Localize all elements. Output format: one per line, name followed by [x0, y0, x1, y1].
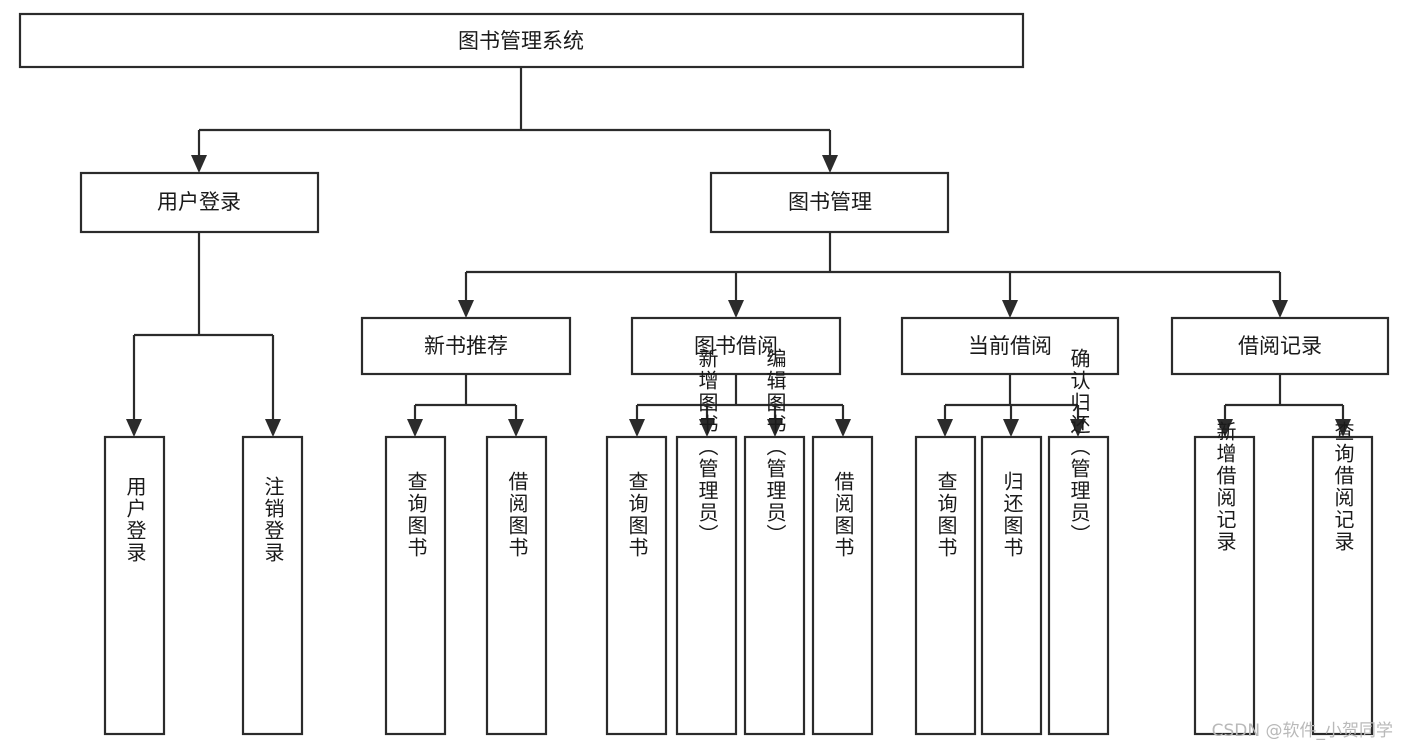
- node-leaf13-label: 查询借阅记录: [1331, 421, 1355, 553]
- arrowhead-leaf6: [699, 419, 715, 437]
- node-leaf2[interactable]: 注销登录: [241, 435, 304, 736]
- node-leaf7-label: 编辑图书（管理员）: [763, 348, 787, 546]
- node-leaf4[interactable]: 借阅图书: [485, 435, 548, 736]
- node-leaf1-label: 用户登录: [123, 476, 147, 564]
- node-leaf12-label: 新增借阅记录: [1213, 421, 1237, 553]
- arrowhead-leaf4: [508, 419, 524, 437]
- node-leaf5-label: 查询图书: [625, 471, 649, 559]
- node-bookmgmt[interactable]: 图书管理: [709, 171, 950, 234]
- node-leaf13[interactable]: 查询借阅记录: [1311, 421, 1374, 736]
- arrowhead-leaf7: [767, 419, 783, 437]
- node-leaf9-label: 查询图书: [934, 471, 958, 559]
- node-record-label: 借阅记录: [1238, 334, 1322, 358]
- node-login-box[interactable]: [79, 171, 320, 234]
- node-leaf11-label: 确认归还（管理员）: [1067, 348, 1091, 546]
- node-leaf10-label: 归还图书: [1000, 471, 1024, 559]
- node-leaf5[interactable]: 查询图书: [605, 435, 668, 736]
- arrowhead-leaf11: [1070, 419, 1086, 437]
- node-leaf3[interactable]: 查询图书: [384, 435, 447, 736]
- arrowhead-bookmgmt: [822, 155, 838, 173]
- node-leaf12-box[interactable]: [1193, 435, 1256, 736]
- node-login-label: 用户登录: [157, 190, 241, 214]
- node-borrow-label: 图书借阅: [694, 334, 778, 358]
- node-current-box[interactable]: [900, 316, 1120, 376]
- arrowhead-leaf13: [1335, 419, 1351, 437]
- node-root[interactable]: 图书管理系统: [18, 12, 1025, 69]
- node-newbook-box[interactable]: [360, 316, 572, 376]
- node-login[interactable]: 用户登录: [79, 171, 320, 234]
- arrowhead-current: [1002, 300, 1018, 318]
- node-leaf6-box[interactable]: [675, 435, 738, 736]
- node-leaf2-label: 注销登录: [261, 476, 285, 564]
- node-newbook[interactable]: 新书推荐: [360, 316, 572, 376]
- node-leaf4-box[interactable]: [485, 435, 548, 736]
- node-leaf2-box[interactable]: [241, 435, 304, 736]
- arrowhead-leaf9: [937, 419, 953, 437]
- node-leaf10-box[interactable]: [980, 435, 1043, 736]
- node-leaf1[interactable]: 用户登录: [103, 435, 166, 736]
- node-root-label: 图书管理系统: [458, 29, 584, 53]
- arrowhead-leaf10: [1003, 419, 1019, 437]
- arrowhead-borrow: [728, 300, 744, 318]
- node-leaf10[interactable]: 归还图书: [980, 435, 1043, 736]
- node-leaf13-box[interactable]: [1311, 435, 1374, 736]
- node-leaf1-box[interactable]: [103, 435, 166, 736]
- arrowhead-leaf1: [126, 419, 142, 437]
- arrowhead-leaf12: [1217, 419, 1233, 437]
- node-leaf4-label: 借阅图书: [505, 471, 529, 559]
- node-leaf12[interactable]: 新增借阅记录: [1193, 421, 1256, 736]
- node-leaf6-label: 新增图书（管理员）: [695, 348, 719, 546]
- node-leaf7[interactable]: 编辑图书（管理员）: [743, 348, 806, 736]
- node-current-label: 当前借阅: [968, 334, 1052, 358]
- node-current[interactable]: 当前借阅: [900, 316, 1120, 376]
- node-newbook-label: 新书推荐: [424, 334, 508, 358]
- node-borrow-box[interactable]: [630, 316, 842, 376]
- arrowhead-leaf8: [835, 419, 851, 437]
- arrowhead-leaf2: [265, 419, 281, 437]
- node-borrow[interactable]: 图书借阅: [630, 316, 842, 376]
- node-leaf3-box[interactable]: [384, 435, 447, 736]
- node-leaf9-box[interactable]: [914, 435, 977, 736]
- node-record[interactable]: 借阅记录: [1170, 316, 1390, 376]
- node-leaf8-label: 借阅图书: [831, 471, 855, 559]
- node-record-box[interactable]: [1170, 316, 1390, 376]
- node-root-box[interactable]: [18, 12, 1025, 69]
- node-leaf7-box[interactable]: [743, 435, 806, 736]
- node-leaf9[interactable]: 查询图书: [914, 435, 977, 736]
- node-bookmgmt-label: 图书管理: [788, 190, 872, 214]
- arrowhead-newbook: [458, 300, 474, 318]
- node-leaf3-label: 查询图书: [404, 471, 428, 559]
- arrowhead-login: [191, 155, 207, 173]
- node-bookmgmt-box[interactable]: [709, 171, 950, 234]
- node-leaf8[interactable]: 借阅图书: [811, 435, 874, 736]
- node-leaf6[interactable]: 新增图书（管理员）: [675, 348, 738, 736]
- node-layer: 图书管理系统 用户登录 图书管理 新书推荐 图书借阅 当前借阅 借阅记录: [18, 12, 1390, 736]
- arrowhead-leaf5: [629, 419, 645, 437]
- node-leaf11[interactable]: 确认归还（管理员）: [1047, 348, 1110, 736]
- node-leaf11-box[interactable]: [1047, 435, 1110, 736]
- node-leaf8-box[interactable]: [811, 435, 874, 736]
- arrowhead-leaf3: [407, 419, 423, 437]
- node-leaf5-box[interactable]: [605, 435, 668, 736]
- edge-layer: [126, 67, 1351, 437]
- arrowhead-record: [1272, 300, 1288, 318]
